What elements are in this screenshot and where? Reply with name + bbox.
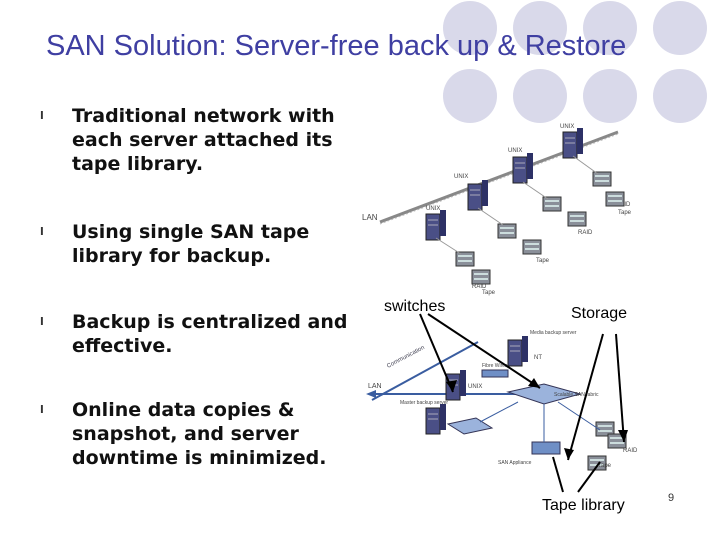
arrowhead-icon xyxy=(446,380,457,392)
traditional-network: LAN UNIX RAID Tape UNIX RAID UNIX Tape xyxy=(362,124,632,296)
decor-circle xyxy=(513,1,567,55)
fabric-link xyxy=(557,401,601,431)
storage-arrow-2 xyxy=(615,333,625,443)
unix-label: UNIX xyxy=(454,174,468,180)
media-backup-label: Media backup server xyxy=(530,330,577,336)
tape-icon xyxy=(522,239,542,255)
bullet-marker: l xyxy=(40,109,44,122)
switches-arrow-2 xyxy=(427,313,541,389)
tape-label: Tape xyxy=(598,463,612,469)
lan-label-bottom: LAN xyxy=(368,383,382,390)
bullet-text: Using single SAN tape library for backup… xyxy=(72,221,310,267)
unix-server-icon xyxy=(425,209,447,241)
server-unit: UNIX Tape xyxy=(454,174,550,264)
raid-label: RAID xyxy=(578,230,593,236)
tape-arrow-1 xyxy=(552,456,564,493)
bullet-item: l Backup is centralized and effective. xyxy=(40,310,366,358)
fabric-link xyxy=(479,401,519,423)
raid-icon xyxy=(497,223,517,239)
unix-label: UNIX xyxy=(508,148,522,154)
connector xyxy=(522,181,549,200)
arrowhead-icon xyxy=(564,448,574,460)
arrowhead-icon xyxy=(528,378,540,388)
scalable-fabric-label: Scalable SAN fabric xyxy=(554,392,599,398)
storage-label: Storage xyxy=(571,305,628,322)
raid-label: RAID xyxy=(623,448,638,454)
bullet-marker: l xyxy=(40,315,44,328)
nt-label: NT xyxy=(534,355,542,361)
tape-label: Tape xyxy=(536,258,550,264)
raid-icon xyxy=(542,196,562,212)
bullet-text: Traditional network with each server att… xyxy=(72,105,335,175)
master-backup-label: Master backup server xyxy=(400,400,448,406)
tape-icon xyxy=(567,211,587,227)
decor-circle xyxy=(583,69,637,123)
san-network: Communication LAN Media backup server NT… xyxy=(366,330,638,471)
tape-icon xyxy=(605,191,625,207)
decor-circle xyxy=(583,1,637,55)
media-backup-server-icon xyxy=(507,335,529,367)
bullet-text: Backup is centralized and effective. xyxy=(72,311,348,357)
tape-label: Tape xyxy=(482,290,496,296)
server-unit: UNIX RAID Tape xyxy=(425,206,496,296)
arrowheads xyxy=(446,378,628,460)
decor-circle xyxy=(653,1,707,55)
server-unit: UNIX RAID xyxy=(508,148,593,236)
decor-circle xyxy=(443,1,497,55)
bullet-text: Online data copies & snapshot, and serve… xyxy=(72,399,327,469)
switches-arrow-1 xyxy=(419,313,454,393)
connector xyxy=(572,155,599,175)
san-appliance-label: SAN Appliance xyxy=(498,460,532,466)
san-diagram: LAN UNIX RAID Tape UNIX RAID UNIX Tape xyxy=(362,124,638,493)
fibre-label: Fibre Wires xyxy=(482,363,508,369)
annotation-arrows xyxy=(419,313,625,493)
bullet-item: l Online data copies & snapshot, and ser… xyxy=(40,398,366,470)
decor-circle xyxy=(513,69,567,123)
slide-number: 9 xyxy=(668,492,675,504)
fibre-switch-icon xyxy=(481,369,509,378)
san-appliance-icon xyxy=(531,441,561,455)
storage-arrow-1 xyxy=(567,333,604,461)
lan-label-top: LAN xyxy=(362,213,378,222)
master-switch-icon xyxy=(446,417,494,435)
raid-icon xyxy=(592,171,612,187)
server-unit: UNIX RAID Tape xyxy=(560,124,632,216)
raid-label: RAID xyxy=(472,284,487,290)
unix-label: UNIX xyxy=(468,384,482,390)
unix-server-icon xyxy=(562,127,584,159)
unix-label: UNIX xyxy=(560,124,574,130)
comm-line xyxy=(371,341,479,401)
unix-server-icon xyxy=(512,152,534,184)
bullet-marker: l xyxy=(40,403,44,416)
decor-circle xyxy=(653,69,707,123)
connector xyxy=(435,237,462,255)
decor-circle xyxy=(443,69,497,123)
unix-server-icon xyxy=(467,179,489,211)
tape-icon xyxy=(471,269,491,285)
unix-label: UNIX xyxy=(426,206,440,212)
bullet-item: l Using single SAN tape library for back… xyxy=(40,220,366,268)
master-backup-server-icon xyxy=(425,403,447,435)
connector xyxy=(477,207,504,226)
bullet-item: l Traditional network with each server a… xyxy=(40,104,366,176)
lan-arrow-icon xyxy=(366,390,376,398)
tape-library-label: Tape library xyxy=(542,497,625,514)
comm-label: Communication xyxy=(386,345,426,370)
slide-title: SAN Solution: Server-free back up & Rest… xyxy=(46,30,627,62)
tape-arrow-2 xyxy=(577,461,601,493)
raid-icon xyxy=(455,251,475,267)
tape-label: Tape xyxy=(618,210,632,216)
arrowhead-icon xyxy=(618,430,628,442)
bullet-marker: l xyxy=(40,225,44,238)
switches-label: switches xyxy=(384,298,446,315)
